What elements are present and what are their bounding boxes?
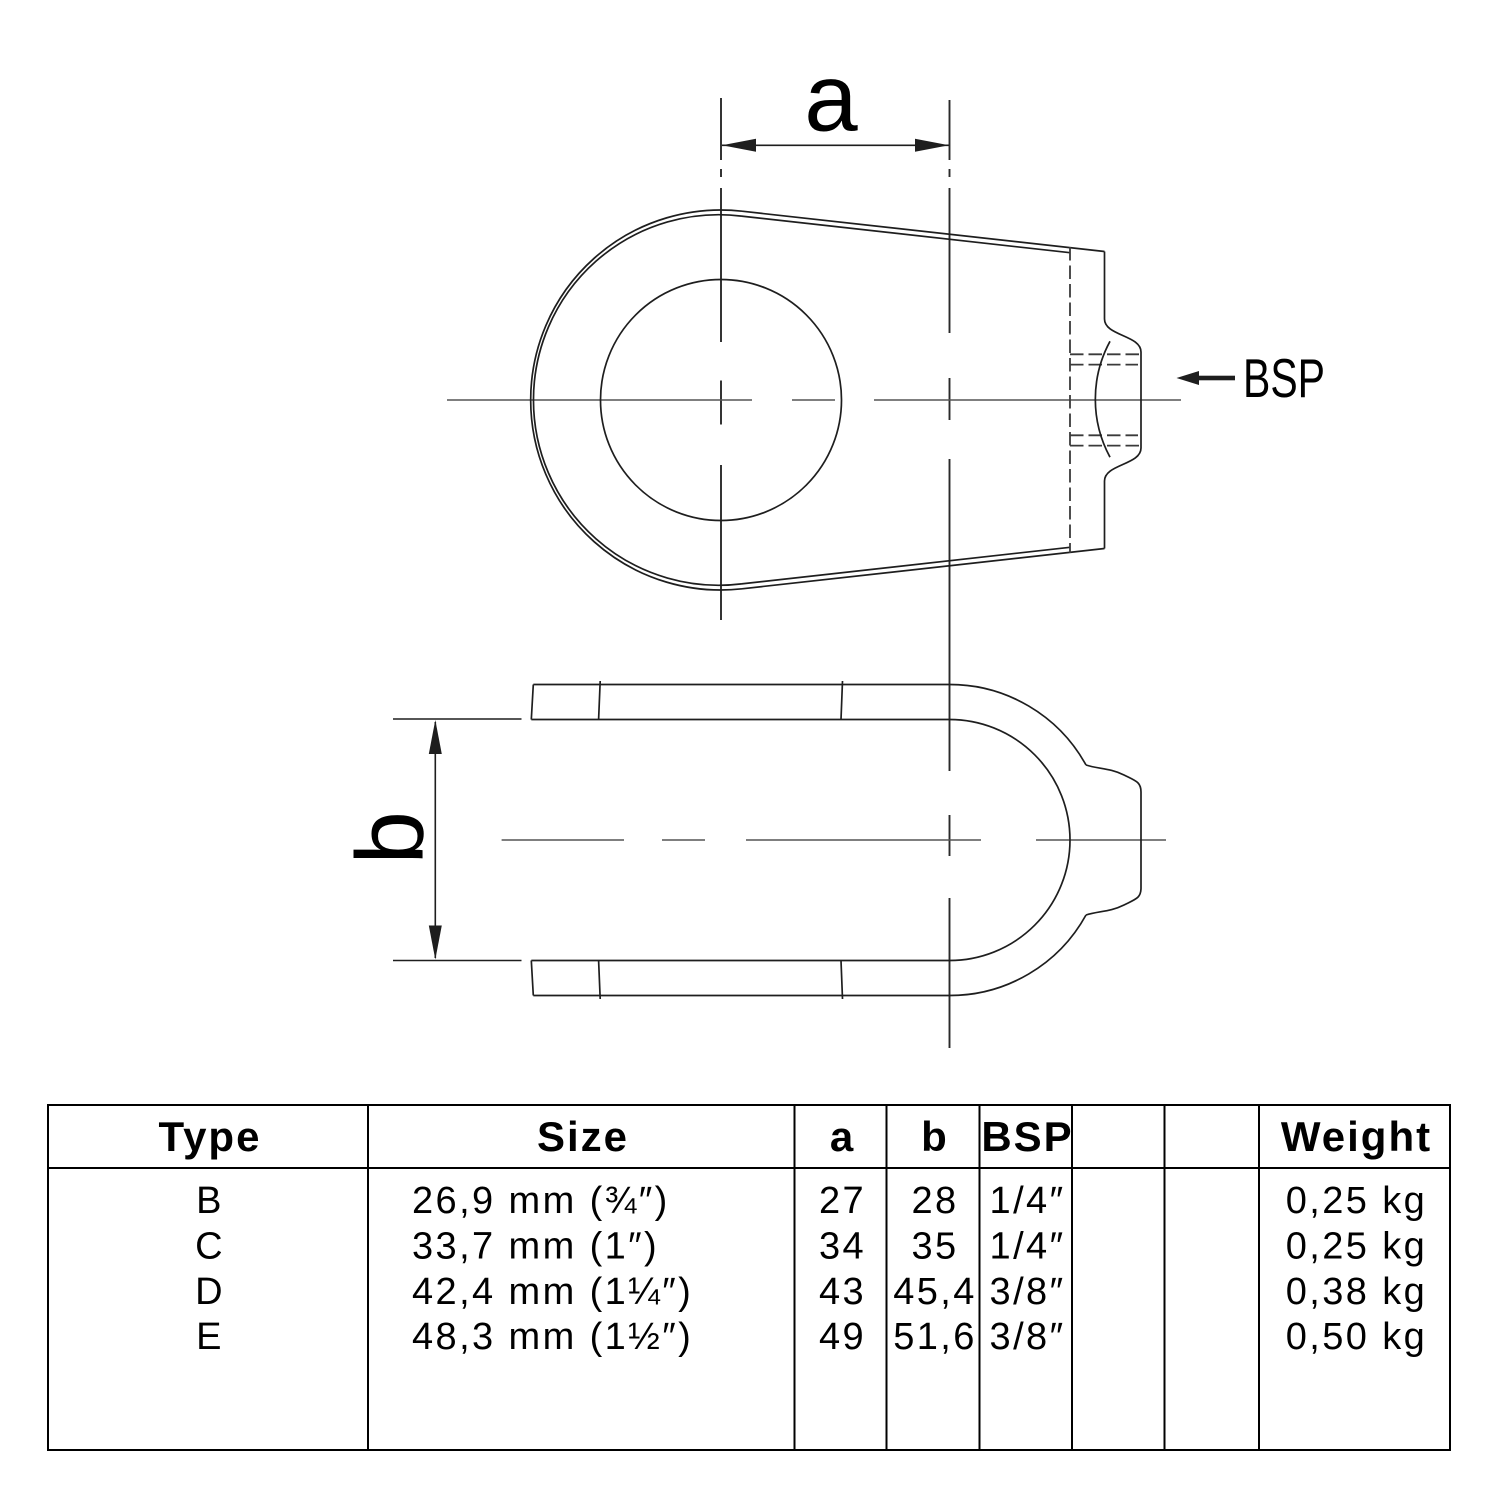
svg-text:42,4 mm (1¼″): 42,4 mm (1¼″): [412, 1271, 693, 1313]
svg-text:1/4″: 1/4″: [990, 1180, 1066, 1222]
svg-text:26,9 mm (¾″): 26,9 mm (¾″): [412, 1180, 670, 1222]
svg-text:0,25 kg: 0,25 kg: [1286, 1180, 1427, 1222]
svg-text:Type: Type: [159, 1113, 262, 1160]
svg-text:28: 28: [911, 1180, 958, 1222]
svg-text:B: B: [196, 1180, 224, 1222]
svg-text:0,38 kg: 0,38 kg: [1286, 1271, 1427, 1313]
svg-text:33,7 mm (1″): 33,7 mm (1″): [412, 1226, 659, 1268]
svg-text:Weight: Weight: [1281, 1113, 1432, 1160]
svg-text:b: b: [337, 811, 444, 864]
svg-text:Size: Size: [537, 1113, 629, 1160]
svg-text:D: D: [195, 1271, 225, 1313]
svg-text:35: 35: [911, 1226, 958, 1268]
svg-text:b: b: [921, 1113, 949, 1160]
svg-text:BSP: BSP: [981, 1113, 1073, 1160]
svg-text:49: 49: [819, 1316, 866, 1358]
svg-text:45,4: 45,4: [893, 1271, 977, 1313]
svg-text:51,6: 51,6: [893, 1316, 977, 1358]
svg-text:3/8″: 3/8″: [990, 1271, 1066, 1313]
svg-text:43: 43: [819, 1271, 866, 1313]
svg-text:48,3 mm (1½″): 48,3 mm (1½″): [412, 1316, 693, 1358]
svg-text:27: 27: [819, 1180, 866, 1222]
svg-text:34: 34: [819, 1226, 866, 1268]
svg-text:a: a: [804, 45, 858, 152]
svg-text:E: E: [196, 1316, 224, 1358]
svg-text:a: a: [830, 1113, 855, 1160]
svg-text:0,25 kg: 0,25 kg: [1286, 1226, 1427, 1268]
svg-text:3/8″: 3/8″: [990, 1316, 1066, 1358]
svg-text:BSP: BSP: [1243, 348, 1325, 409]
svg-text:C: C: [195, 1226, 225, 1268]
svg-text:1/4″: 1/4″: [990, 1226, 1066, 1268]
svg-text:0,50 kg: 0,50 kg: [1286, 1316, 1427, 1358]
